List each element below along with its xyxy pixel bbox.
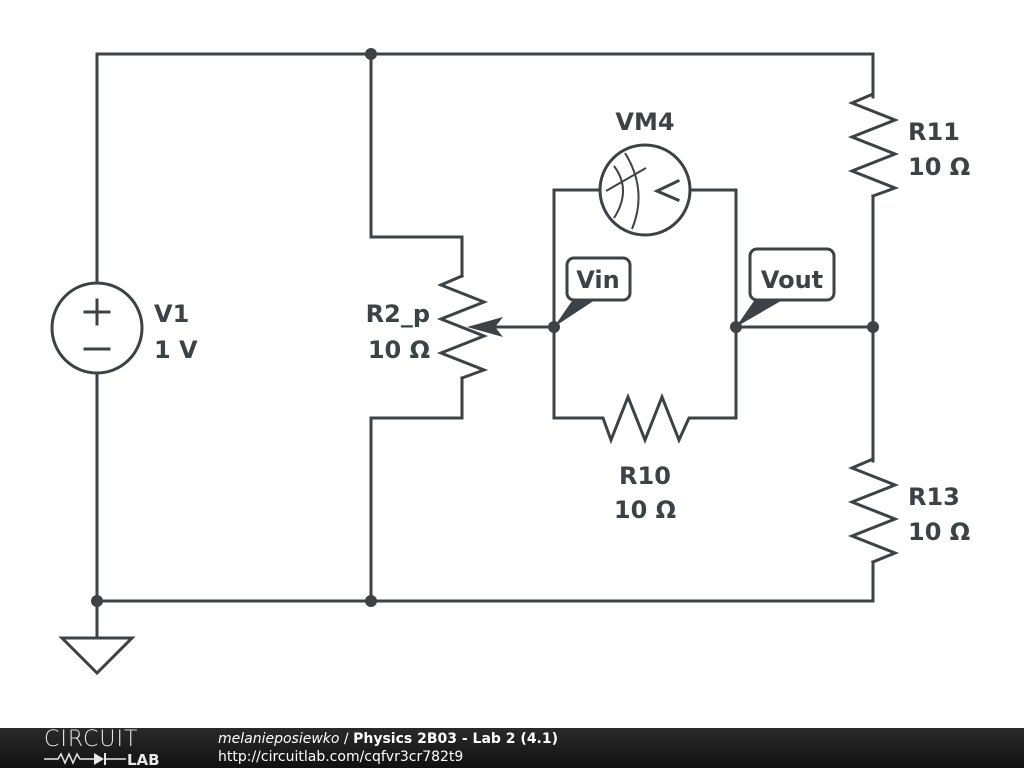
voltmeter-vm4[interactable]: VM4 [598,108,692,237]
resistor-zigzag-icon [847,456,900,564]
ground-icon [58,636,136,676]
resistor-r11[interactable]: R11 10 Ω [847,91,970,198]
wires [95,52,875,640]
voltage-source-icon [50,281,144,375]
resistor-zigzag-icon [436,274,489,380]
net-label-box [565,256,632,302]
project-url[interactable]: http://circuitlab.com/cqfvr3cr782t9 [218,749,464,765]
ground[interactable] [58,636,136,676]
wire-vout-vm4[interactable] [688,188,738,329]
net-label-pointer [554,298,598,327]
voltage-source-v1[interactable]: V1 1 V [50,281,198,375]
footer-title-line: melanieposiewko / Physics 2B03 - Lab 2 (… [218,731,558,747]
potentiometer-r2p[interactable]: R2_p 10 Ω [366,274,503,380]
author-link[interactable]: melanieposiewko [218,731,340,747]
wire-r2p-top[interactable] [369,52,464,278]
vm4-name: VM4 [615,108,674,136]
r11-name: R11 [908,118,960,146]
junction-dot [365,595,377,607]
net-label-vin-text: Vin [576,266,619,294]
net-label-vout[interactable]: Vout [736,247,836,327]
wire-top-rail[interactable] [95,52,875,285]
voltmeter-dial-icon [613,165,624,219]
footer-bar: CIRCUIT LAB melanieposiewko / Physics 2B… [0,728,1024,768]
wire-vin-vm4[interactable] [552,188,602,329]
voltmeter-v-glyph [653,179,680,202]
net-label-box [748,247,836,302]
resistor-r13[interactable]: R13 10 Ω [847,456,970,564]
resistor-zigzag-icon [594,392,698,445]
junction-dot [867,321,879,333]
r11-value: 10 Ω [908,153,970,181]
logo-lab-text: LAB [127,751,160,766]
r2p-value: 10 Ω [368,336,430,364]
voltmeter-needle-icon [605,167,647,192]
logo-resistor-icon [44,752,94,765]
wire-vin-r10[interactable] [552,325,598,420]
project-title: Physics 2B03 - Lab 2 (4.1) [353,731,559,747]
voltmeter-dial-icon [624,152,640,230]
net-label-vin[interactable]: Vin [554,256,632,327]
v1-name: V1 [154,300,189,328]
r10-name: R10 [619,462,671,490]
title-separator: / [339,731,354,747]
logo-diode-icon [94,753,104,765]
wiper-arrow-icon [467,317,503,337]
net-label-vout-text: Vout [761,266,823,294]
voltmeter-icon [598,143,692,237]
resistor-zigzag-icon [847,91,900,198]
v1-value: 1 V [154,336,198,364]
wire-v1-bottom[interactable] [95,371,875,603]
resistor-r10[interactable]: R10 10 Ω [594,392,698,524]
wire-vout-r10[interactable] [694,325,738,420]
r2p-name: R2_p [366,300,430,328]
r13-value: 10 Ω [908,518,970,546]
r10-value: 10 Ω [614,496,676,524]
circuit-schematic: V1 1 V R2_p 10 Ω VM4 R10 10 Ω R11 10 Ω R… [50,48,970,676]
circuitlab-logo[interactable]: CIRCUIT [44,727,139,752]
wire-r2p-bottom[interactable] [369,376,464,603]
junction-dot [365,48,377,60]
r13-name: R13 [908,483,960,511]
net-label-pointer [736,298,786,327]
junction-dot [91,595,103,607]
circuitlab-logo-graphic: LAB [44,751,160,766]
